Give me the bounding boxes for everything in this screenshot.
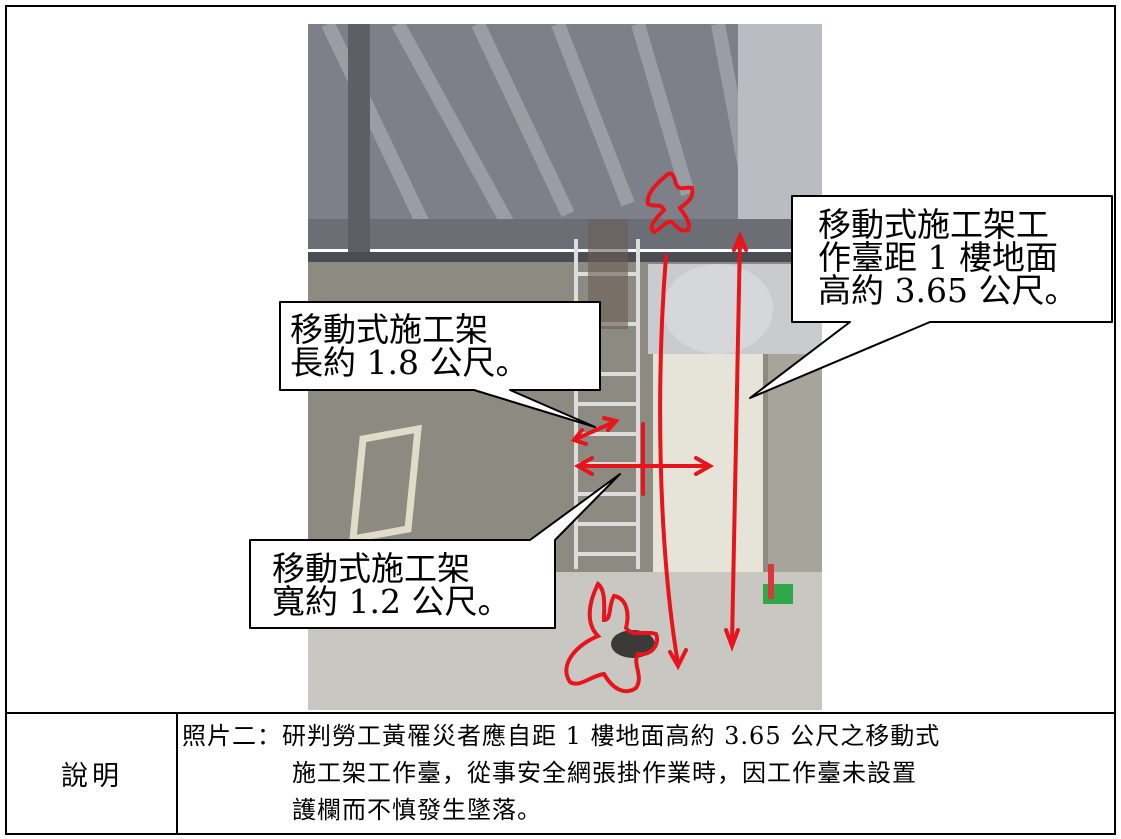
caption-prefix: 照片二： (182, 722, 282, 750)
callout-scaffold-width: 移動式施工架 寬約 1.2 公尺。 (272, 549, 511, 621)
caption-line-2: 施工架工作臺，從事安全網張掛作業時，因工作臺未設置 (292, 759, 917, 787)
caption-description: 照片二：研判勞工黃罹災者應自距 1 樓地面高約 3.65 公尺之移動式 施工架工… (182, 718, 1112, 829)
caption-label: 說明 (61, 761, 123, 792)
caption-line-1: 照片二：研判勞工黃罹災者應自距 1 樓地面高約 3.65 公尺之移動式 (182, 718, 1112, 755)
caption-text-1: 研判勞工黃罹災者應自距 1 樓地面高約 3.65 公尺之移動式 (282, 722, 941, 750)
table-column-divider (176, 712, 178, 835)
table-row-divider (5, 712, 1116, 714)
document-table (5, 5, 1116, 835)
callout-scaffold-length: 移動式施工架 長約 1.8 公尺。 (290, 310, 529, 382)
callout-platform-height: 移動式施工架工 作臺距 1 樓地面 高約 3.65 公尺。 (818, 205, 1078, 310)
caption-line-3: 護欄而不慎發生墜落。 (292, 796, 542, 824)
